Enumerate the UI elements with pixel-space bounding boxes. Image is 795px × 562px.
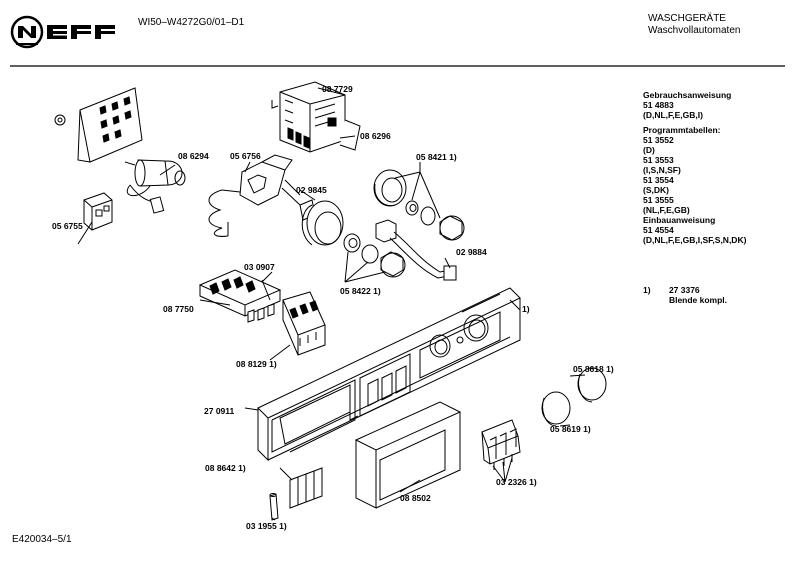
- footnote-description: Blende kompl.: [668, 295, 728, 305]
- light-guide: [269, 493, 279, 521]
- install-title: Einbauanweisung: [643, 215, 716, 225]
- document-code: WI50–W4272G0/01–D1: [138, 17, 245, 28]
- part-label: 08 7750: [163, 304, 194, 314]
- tables-title: Programmtabellen:: [643, 125, 721, 135]
- switch-with-wires: [375, 219, 457, 281]
- brand-logo: [10, 14, 122, 55]
- part-label: 03 1955 1): [246, 521, 287, 531]
- footnote: 1) 27 3376 Blende kompl.: [643, 285, 727, 305]
- relay-block: [198, 269, 282, 323]
- push-button-switch-block: [282, 291, 326, 356]
- manual-title: Gebrauchsanweisung: [643, 90, 732, 100]
- part-label: 02 9845: [296, 185, 327, 195]
- indicator-cover: [289, 467, 323, 509]
- table-number: 51 3554: [643, 175, 674, 185]
- table-number: 51 3552: [643, 135, 674, 145]
- install-languages: (D,NL,F,E,GB,I,SF,S,N,DK): [643, 235, 747, 245]
- subcategory-title: Waschvollautomaten: [648, 25, 741, 36]
- footnote-marker: 1): [643, 285, 651, 295]
- part-label: 02 9884: [456, 247, 487, 257]
- manual-number: 51 4883: [643, 100, 674, 110]
- install-number: 51 4554: [643, 225, 674, 235]
- control-knob-set-lower: [343, 233, 406, 283]
- part-label: 08 8129 1): [236, 359, 277, 369]
- table-languages: (NL,F,E,GB): [643, 205, 690, 215]
- part-label: 08 6296: [360, 131, 391, 141]
- part-label: 08 6294: [178, 151, 209, 161]
- part-label: 05 8619 1): [550, 424, 591, 434]
- table-number: 51 3553: [643, 155, 674, 165]
- part-label: 03 0907: [244, 262, 275, 272]
- part-label: 1): [522, 304, 530, 314]
- part-label: 05 6756: [230, 151, 261, 161]
- button-caps: [481, 419, 521, 483]
- category-title: WASCHGERÄTE: [648, 13, 726, 24]
- part-label: 08 8502: [400, 493, 431, 503]
- pump-motor: [124, 159, 186, 214]
- footnote-part-number: 27 3376: [668, 285, 700, 295]
- table-languages: (D): [643, 145, 655, 155]
- documentation-list: Gebrauchsanweisung 51 4883 (D,NL,F,E,GB,…: [643, 90, 746, 245]
- part-label: 03 2326 1): [496, 477, 537, 487]
- page-code: E420034–5/1: [12, 534, 72, 545]
- program-selector-unit: [271, 81, 361, 153]
- part-label: 08 7729: [322, 84, 353, 94]
- detergent-drawer-handle: [354, 401, 462, 509]
- part-label: 05 8618 1): [573, 364, 614, 374]
- part-label: 08 8642 1): [205, 463, 246, 473]
- control-panel-fascia: [257, 287, 521, 462]
- push-buttons: [541, 367, 607, 427]
- mounting-bracket: [54, 87, 143, 163]
- part-label: 05 6755: [52, 221, 83, 231]
- neff-logo-icon: [10, 15, 115, 49]
- thermostat-unit: [208, 154, 301, 237]
- part-label: 27 0911: [204, 406, 235, 416]
- part-label: 05 8422 1): [340, 286, 381, 296]
- table-languages: (S,DK): [643, 185, 669, 195]
- capacitor: [83, 192, 113, 231]
- table-languages: (I,S,N,SF): [643, 165, 681, 175]
- table-number: 51 3555: [643, 195, 674, 205]
- selector-knob: [299, 199, 344, 246]
- control-knob-set-upper: [373, 169, 465, 241]
- part-label: 05 8421 1): [416, 152, 457, 162]
- manual-languages: (D,NL,F,E,GB,I): [643, 110, 703, 120]
